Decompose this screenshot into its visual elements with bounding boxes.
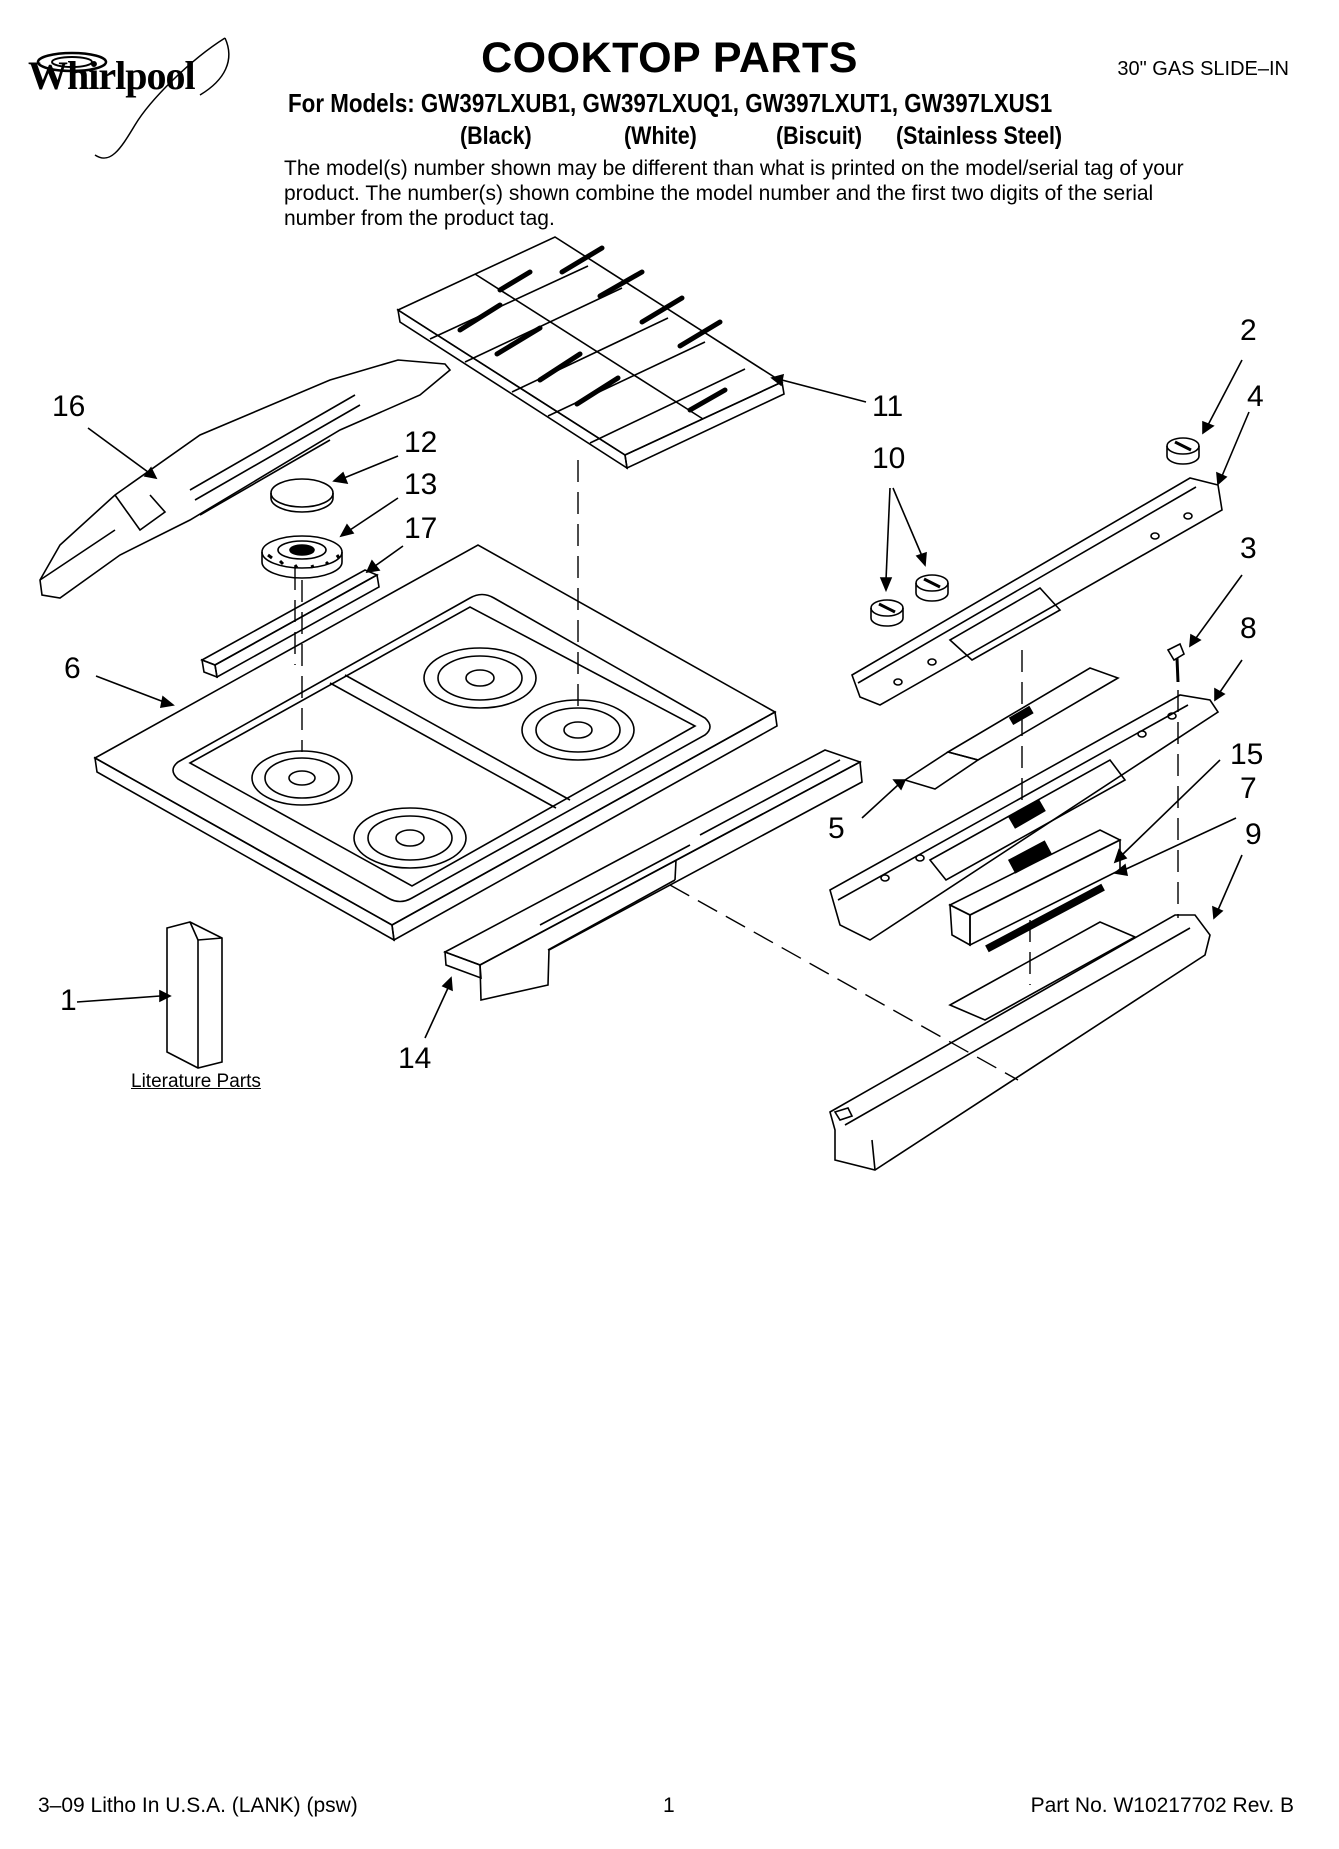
knob-icon (915, 574, 949, 602)
callout-16: 16 (52, 390, 86, 423)
part-electronic-control (948, 829, 1122, 953)
burner-opening (353, 807, 467, 869)
color-stainless: (Stainless Steel) (896, 122, 1063, 150)
model-type-label: 30" GAS SLIDE–IN (1117, 58, 1289, 80)
callout-1: 1 (60, 984, 77, 1017)
part-control-panel-lower (829, 694, 1220, 941)
part-grate (396, 236, 785, 470)
callout-7: 7 (1240, 772, 1257, 805)
literature-book-icon (166, 921, 223, 1069)
model-number-note: The model(s) number shown may be differe… (284, 157, 1184, 230)
whirlpool-logo: Whirlpool (28, 53, 196, 98)
literature-parts-label: Literature Parts (131, 1071, 261, 1092)
callout-13: 13 (404, 468, 438, 501)
part-overlay (903, 667, 1120, 790)
whirlpool-logo-swirl-icon (36, 37, 230, 159)
callout-10: 10 (872, 442, 906, 475)
callout-11: 11 (872, 390, 904, 423)
callout-6: 6 (64, 652, 81, 685)
models-list: For Models: GW397LXUB1, GW397LXUQ1, GW39… (288, 88, 1053, 118)
burner-opening (423, 647, 537, 709)
leader-arrows (76, 359, 1250, 1039)
print-info: 3–09 Litho In U.S.A. (LANK) (psw) (38, 1794, 358, 1817)
color-biscuit: (Biscuit) (776, 122, 862, 150)
callout-12: 12 (404, 426, 438, 459)
part-burner-cap (270, 478, 334, 513)
callout-3: 3 (1240, 532, 1257, 565)
callout-15: 15 (1230, 738, 1264, 771)
callout-14: 14 (398, 1042, 432, 1075)
callout-17: 17 (404, 512, 438, 545)
part-bracket (200, 569, 380, 679)
knob-icon (870, 599, 904, 627)
callout-9: 9 (1245, 818, 1262, 851)
callout-5: 5 (828, 812, 845, 845)
color-white: (White) (624, 122, 697, 150)
part-front-panel (829, 914, 1211, 1171)
screw-icon (1166, 642, 1185, 683)
page-title: COOKTOP PARTS (481, 34, 858, 82)
page-number: 1 (663, 1794, 675, 1817)
callout-2: 2 (1240, 314, 1257, 347)
callout-8: 8 (1240, 612, 1257, 645)
part-burner-head (261, 535, 343, 579)
callout-4: 4 (1247, 380, 1264, 413)
part-number: Part No. W10217702 Rev. B (1030, 1794, 1294, 1817)
part-rear-trim (39, 359, 452, 599)
color-black: (Black) (460, 122, 532, 150)
part-front-channel (443, 749, 863, 1001)
part-control-panel-upper (851, 477, 1223, 706)
part-cooktop (93, 544, 778, 942)
knob-icon (1166, 437, 1200, 465)
